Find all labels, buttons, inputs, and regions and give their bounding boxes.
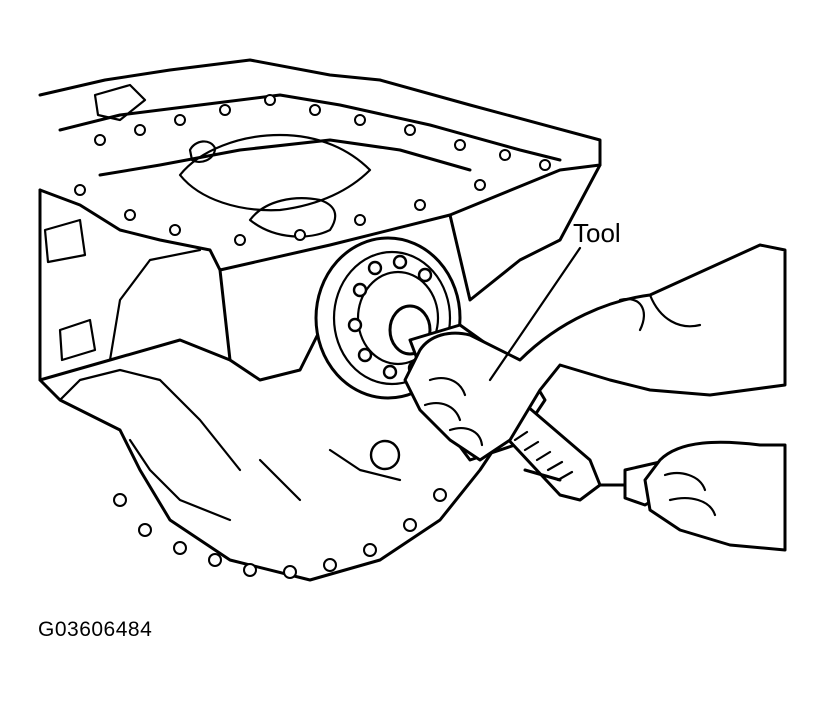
second-hand-illustration bbox=[643, 440, 787, 552]
engine-block bbox=[38, 58, 602, 582]
tool-leader-line bbox=[488, 246, 582, 382]
hand-illustration bbox=[403, 243, 787, 462]
figure-id: G03606484 bbox=[38, 618, 153, 641]
tool-label: Tool bbox=[573, 218, 621, 248]
